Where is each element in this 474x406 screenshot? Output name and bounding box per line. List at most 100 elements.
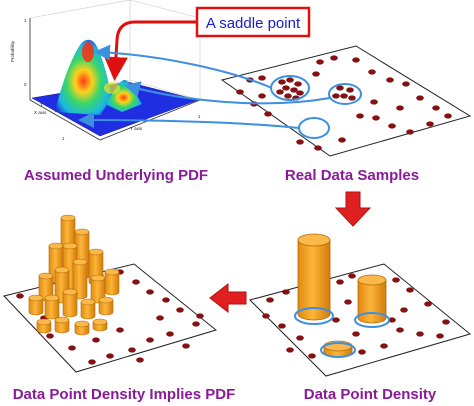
density-dot xyxy=(424,301,432,307)
sample-dot xyxy=(314,145,322,151)
sample-dot xyxy=(296,139,304,145)
sample-dot xyxy=(264,111,272,117)
sample-dot xyxy=(406,129,414,135)
samples-plane xyxy=(220,45,472,157)
implied-cylinder xyxy=(80,298,96,320)
sample-dot xyxy=(296,90,304,96)
implied-cylinder xyxy=(28,294,44,316)
implied-dot xyxy=(88,359,96,365)
density-dot xyxy=(416,331,424,337)
sample-dot xyxy=(258,93,266,99)
sample-dot xyxy=(286,77,294,83)
flow-left-arrow-icon xyxy=(209,282,247,314)
implied-pdf-panel xyxy=(3,214,218,373)
implied-dot xyxy=(92,337,100,343)
implied-cylinder xyxy=(92,318,108,332)
flow-down-arrow-icon xyxy=(334,191,372,227)
density-dot xyxy=(296,335,304,341)
sample-dot xyxy=(316,59,324,65)
x-tick-label: 1 xyxy=(40,102,43,107)
density-panel xyxy=(249,233,472,377)
x-tick-end: 1 xyxy=(62,136,65,141)
implied-cylinder xyxy=(74,320,90,336)
sample-dot xyxy=(386,77,394,83)
caption-density-implies-pdf: Data Point Density Implies PDF xyxy=(13,386,236,403)
density-cylinder-short xyxy=(320,340,356,358)
density-dot xyxy=(278,323,286,329)
implied-dot xyxy=(162,297,170,303)
implied-dot xyxy=(106,353,114,359)
implied-cylinder xyxy=(44,294,60,320)
sample-dot xyxy=(348,95,356,101)
z-tick-bottom: 0 xyxy=(24,82,27,87)
implied-dot xyxy=(176,307,184,313)
density-dot xyxy=(436,333,444,339)
density-dot xyxy=(282,289,290,295)
sample-dot xyxy=(416,95,424,101)
density-dot xyxy=(332,317,340,323)
implied-dot xyxy=(132,279,140,285)
implied-dot xyxy=(182,343,190,349)
sample-dot xyxy=(402,81,410,87)
sample-dot xyxy=(276,89,284,95)
sample-dot xyxy=(312,71,320,77)
implied-cylinder xyxy=(62,288,78,318)
sample-dot xyxy=(258,75,266,81)
sample-dot xyxy=(368,69,376,75)
implied-dot xyxy=(136,357,144,363)
density-dot xyxy=(442,319,450,325)
saddle-point-callout: A saddle point xyxy=(103,6,311,81)
sample-dot xyxy=(356,113,364,119)
density-dot xyxy=(344,299,352,305)
arrow-saddle-to-cluster xyxy=(124,81,331,105)
implied-dot xyxy=(16,293,24,299)
sample-dot xyxy=(236,89,244,95)
implied-cylinder xyxy=(72,258,88,300)
sample-dot xyxy=(284,93,292,99)
surface-peak-top xyxy=(82,42,94,62)
z-axis-label: Probability xyxy=(10,40,15,62)
sample-dot xyxy=(290,87,298,93)
arrow-peak-to-cluster xyxy=(94,44,273,89)
density-dot xyxy=(392,277,400,283)
z-tick-top: 1 xyxy=(24,18,27,23)
sample-dot xyxy=(372,115,380,121)
implied-cylinder xyxy=(36,318,52,334)
implied-dots xyxy=(16,269,204,365)
density-cylinder-medium xyxy=(354,274,390,328)
density-dot xyxy=(352,331,360,337)
sample-dot xyxy=(426,121,434,127)
sample-dot xyxy=(332,93,340,99)
sample-dot xyxy=(346,87,354,93)
sample-dot xyxy=(432,105,440,111)
density-dot xyxy=(336,279,344,285)
sample-dot xyxy=(338,137,346,143)
callout-label: A saddle point xyxy=(206,15,301,32)
density-dot xyxy=(396,327,404,333)
implied-dot xyxy=(166,331,174,337)
implied-cylinders xyxy=(28,214,120,336)
density-dot xyxy=(308,353,316,359)
caption-assumed-pdf: Assumed Underlying PDF xyxy=(24,167,208,184)
implied-dot xyxy=(116,327,124,333)
sample-dot xyxy=(330,55,338,61)
implied-dot xyxy=(196,313,204,319)
sample-dot xyxy=(444,113,452,119)
density-dot xyxy=(358,349,366,355)
implied-cylinder xyxy=(98,296,114,316)
correspondence-arrows xyxy=(78,44,331,129)
density-dot xyxy=(262,313,270,319)
caption-data-point-density: Data Point Density xyxy=(304,386,437,403)
surface-saddle-glow xyxy=(104,82,120,94)
sample-dot xyxy=(282,85,290,91)
x-axis-label: X axis xyxy=(34,110,47,115)
arrow-empty-to-base xyxy=(78,112,300,129)
density-dot xyxy=(380,343,388,349)
sample-dot xyxy=(278,79,286,85)
surface-plot: Probability X axis Y axis 1 0 1 1 1 xyxy=(10,0,201,141)
callout-arrow xyxy=(103,20,197,81)
implied-dot xyxy=(192,321,200,327)
density-dot xyxy=(286,347,294,353)
